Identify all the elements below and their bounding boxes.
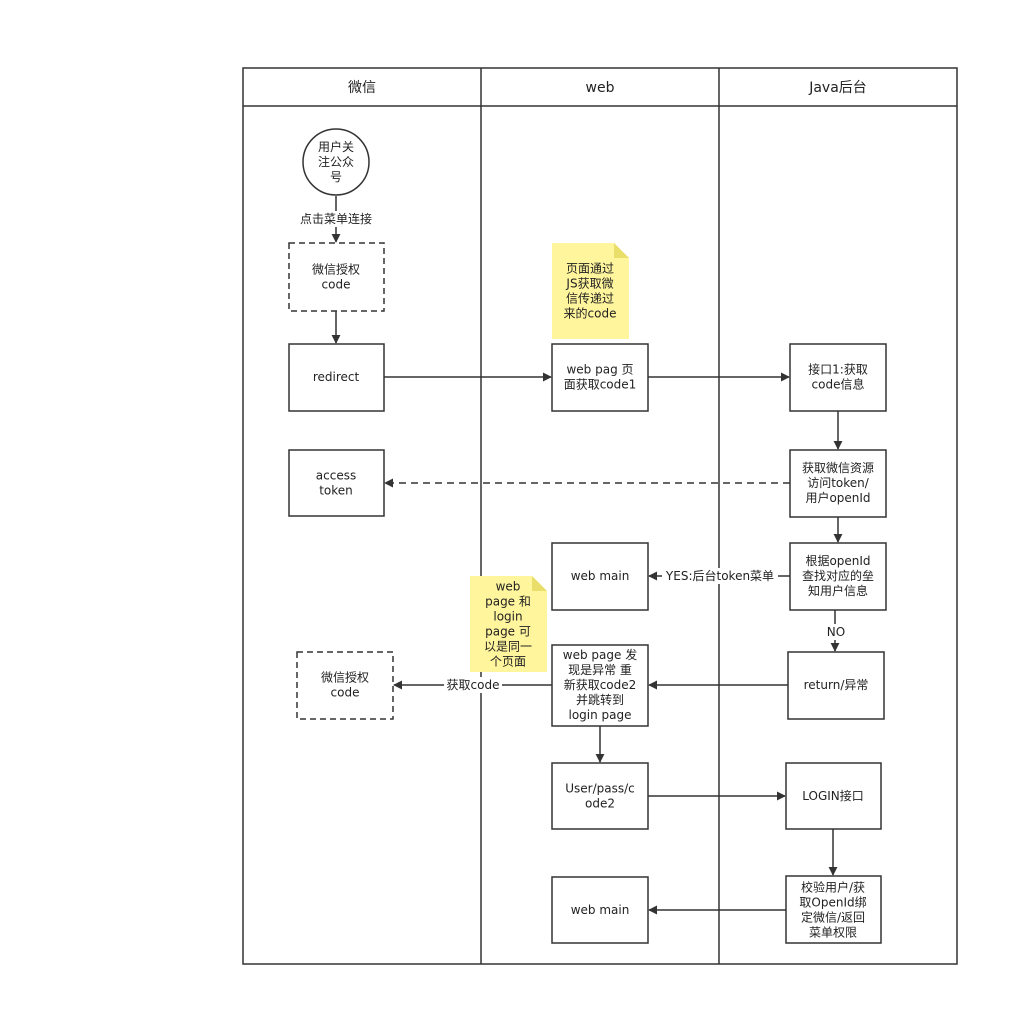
nodes-getres-label: 获取微信资源访问token/用户openId	[802, 461, 874, 505]
edges	[331, 196, 843, 915]
nodes-return-label: return/异常	[804, 678, 869, 692]
notes-note1-line: 页面通过	[566, 262, 614, 276]
nodes-userpass-line: ode2	[585, 797, 615, 811]
nodes-auth1-line: code	[322, 278, 351, 292]
node-token-shape	[288, 449, 385, 517]
notes-note2-line: login	[493, 610, 522, 624]
notes-note2-line: page 和	[485, 595, 531, 609]
nodes-api1-line: code信息	[812, 377, 865, 392]
node-auth2-shape	[296, 651, 394, 720]
nodes-webpage1-line: web pag 页	[566, 363, 633, 377]
nodes-start-line: 注公众	[318, 154, 354, 169]
nodes-verify-line: 校验用户/获	[801, 880, 865, 895]
notes	[470, 243, 629, 672]
nodes-webpage2-line: 并跳转到	[576, 692, 624, 707]
node-auth1-shape	[288, 242, 385, 312]
node-lookup-shape	[789, 542, 887, 611]
nodes-userpass-line: User/pass/c	[565, 782, 635, 796]
nodes-getres-line: 获取微信资源	[802, 461, 874, 475]
nodes-access_token-line: access	[316, 469, 356, 483]
nodes-redirect-label: redirect	[313, 370, 360, 384]
node-api1-shape	[789, 343, 887, 412]
nodes-lookup-line: 根据openId	[805, 554, 870, 568]
edge-label-click-menu: 点击菜单连接	[300, 211, 372, 226]
lane-header-java: Java后台	[808, 80, 867, 96]
nodes-verify-line: 菜单权限	[809, 926, 857, 940]
notes-note2-line: page 可	[485, 625, 531, 639]
nodes-webpage2-line: web page 发	[563, 647, 637, 662]
nodes-webmain1-line: web main	[571, 569, 630, 583]
nodes-start-line: 号	[330, 170, 342, 184]
node-webpage1-shape	[551, 343, 649, 412]
nodes-return-line: return/异常	[804, 678, 869, 692]
nodes-auth1-line: 微信授权	[312, 262, 360, 277]
nodes-verify-line: 定微信/返回	[801, 910, 865, 925]
nodes-redirect-line: redirect	[313, 370, 360, 384]
node-webmain1-shape	[551, 542, 649, 611]
nodes-webpage1-label: web pag 页面获取code1	[564, 363, 637, 392]
node-verify-shape	[785, 875, 882, 944]
nodes-auth2-line: code	[331, 686, 360, 700]
nodes-webpage2-line: 现是异常 重	[568, 663, 632, 677]
nodes-start-line: 用户关	[318, 139, 354, 154]
nodes-webpage1-line: 面获取code1	[564, 378, 637, 392]
nodes-verify-label: 校验用户/获取OpenId绑定微信/返回菜单权限	[799, 880, 866, 940]
node-return-shape	[787, 651, 885, 720]
nodes-webmain1-label: web main	[571, 569, 630, 583]
nodes-login-label: LOGIN接口	[802, 788, 864, 803]
nodes-api1-line: 接口1:获取	[808, 362, 868, 377]
node-userpass-shape	[551, 762, 649, 830]
nodes-access_token-line: token	[319, 484, 353, 498]
node-start-shape	[302, 128, 370, 196]
notes-note2-line: 以是同一	[484, 640, 532, 654]
node-login-shape	[785, 762, 882, 830]
nodes-auth2-line: 微信授权	[321, 670, 369, 685]
node-webpage2-shape	[551, 644, 649, 727]
notes-note1-line: JS获取微	[565, 277, 613, 291]
node-shapes	[288, 128, 887, 944]
edge-label-no: NO	[827, 625, 845, 639]
node-getres-shape	[789, 449, 887, 518]
edge-label-get-code: 获取code	[447, 678, 500, 692]
nodes-getres-line: 访问token/	[807, 476, 870, 490]
nodes-lookup-line: 知用户信息	[808, 583, 868, 598]
lane-header-web: web	[586, 80, 615, 96]
nodes-webpage2-line: login page	[568, 708, 631, 722]
nodes-webmain2-line: web main	[571, 903, 630, 917]
nodes-webmain2-label: web main	[571, 903, 630, 917]
nodes-start-label: 用户关注公众号	[318, 139, 354, 184]
notes-note2-line: web	[496, 580, 521, 594]
nodes-lookup-line: 查找对应的垒	[802, 568, 874, 583]
nodes-webpage2-line: 新获取code2	[564, 677, 637, 692]
swimlane-frame	[242, 67, 958, 965]
node-webmain2-shape	[551, 876, 649, 944]
nodes-verify-line: 取OpenId绑	[799, 896, 866, 910]
node-redirect-shape	[288, 343, 385, 412]
note2-shape	[470, 576, 547, 672]
lane-header-wechat: 微信	[348, 80, 376, 96]
notes-note1-line: 来的code	[564, 306, 617, 321]
notes-note2-line: 个页面	[490, 655, 526, 669]
notes-note1-line: 信传递过	[566, 291, 614, 306]
nodes-getres-line: 用户openId	[805, 490, 870, 505]
nodes-login-line: LOGIN接口	[802, 788, 864, 803]
note1-shape	[552, 243, 629, 339]
edge-label-yes: YES:后台token菜单	[665, 568, 774, 583]
